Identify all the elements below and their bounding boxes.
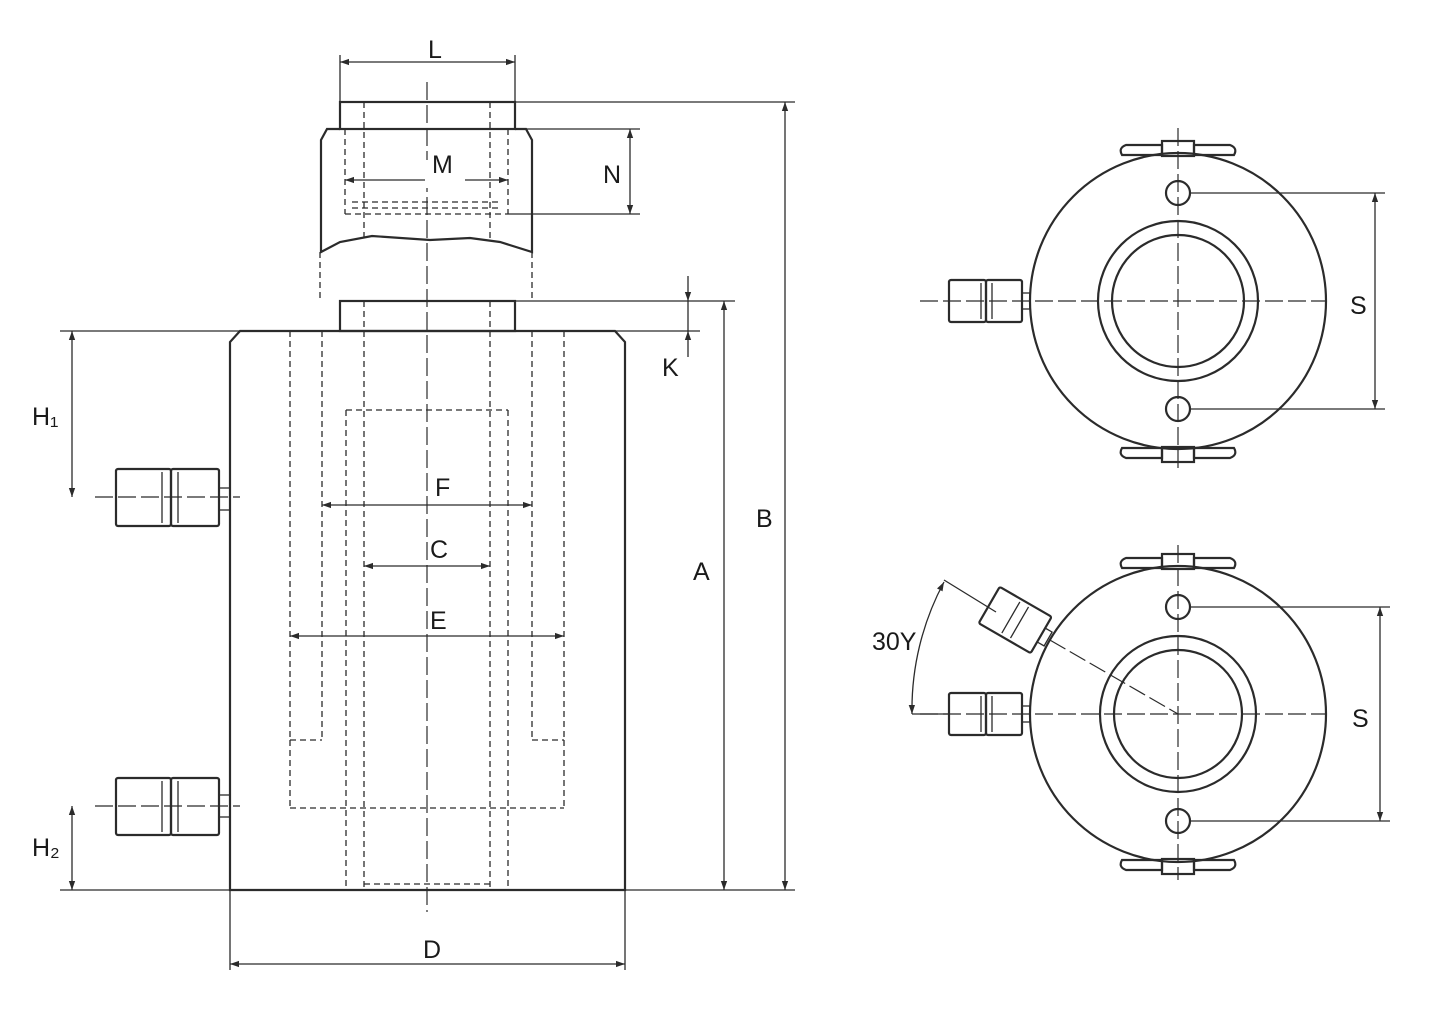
plunger-outline: [319, 127, 534, 254]
label-E: E: [430, 607, 447, 635]
label-K: K: [662, 354, 679, 382]
label-S-upper: S: [1350, 292, 1367, 320]
label-angle: 30Υ: [872, 628, 917, 656]
label-N: N: [603, 161, 621, 189]
top-view-upper: S: [920, 128, 1385, 470]
plunger-hidden-lines: [319, 102, 533, 302]
label-S-lower: S: [1352, 705, 1369, 733]
label-A: A: [693, 558, 710, 586]
body-hidden-lines: [289, 301, 565, 890]
label-D: D: [423, 936, 441, 964]
label-F: F: [435, 474, 450, 502]
angled-coupler: [978, 586, 1179, 715]
label-H2: H₂: [32, 834, 60, 862]
label-M: M: [432, 151, 453, 179]
dimension-lines: [68, 58, 789, 968]
top-view-lower: 30Υ S: [872, 545, 1390, 880]
label-H1: H₁: [32, 403, 59, 431]
label-B: B: [756, 505, 773, 533]
label-C: C: [430, 536, 448, 564]
side-view: L M N K H₁ H₂ F C E A B D: [32, 36, 795, 970]
label-L: L: [428, 36, 442, 64]
